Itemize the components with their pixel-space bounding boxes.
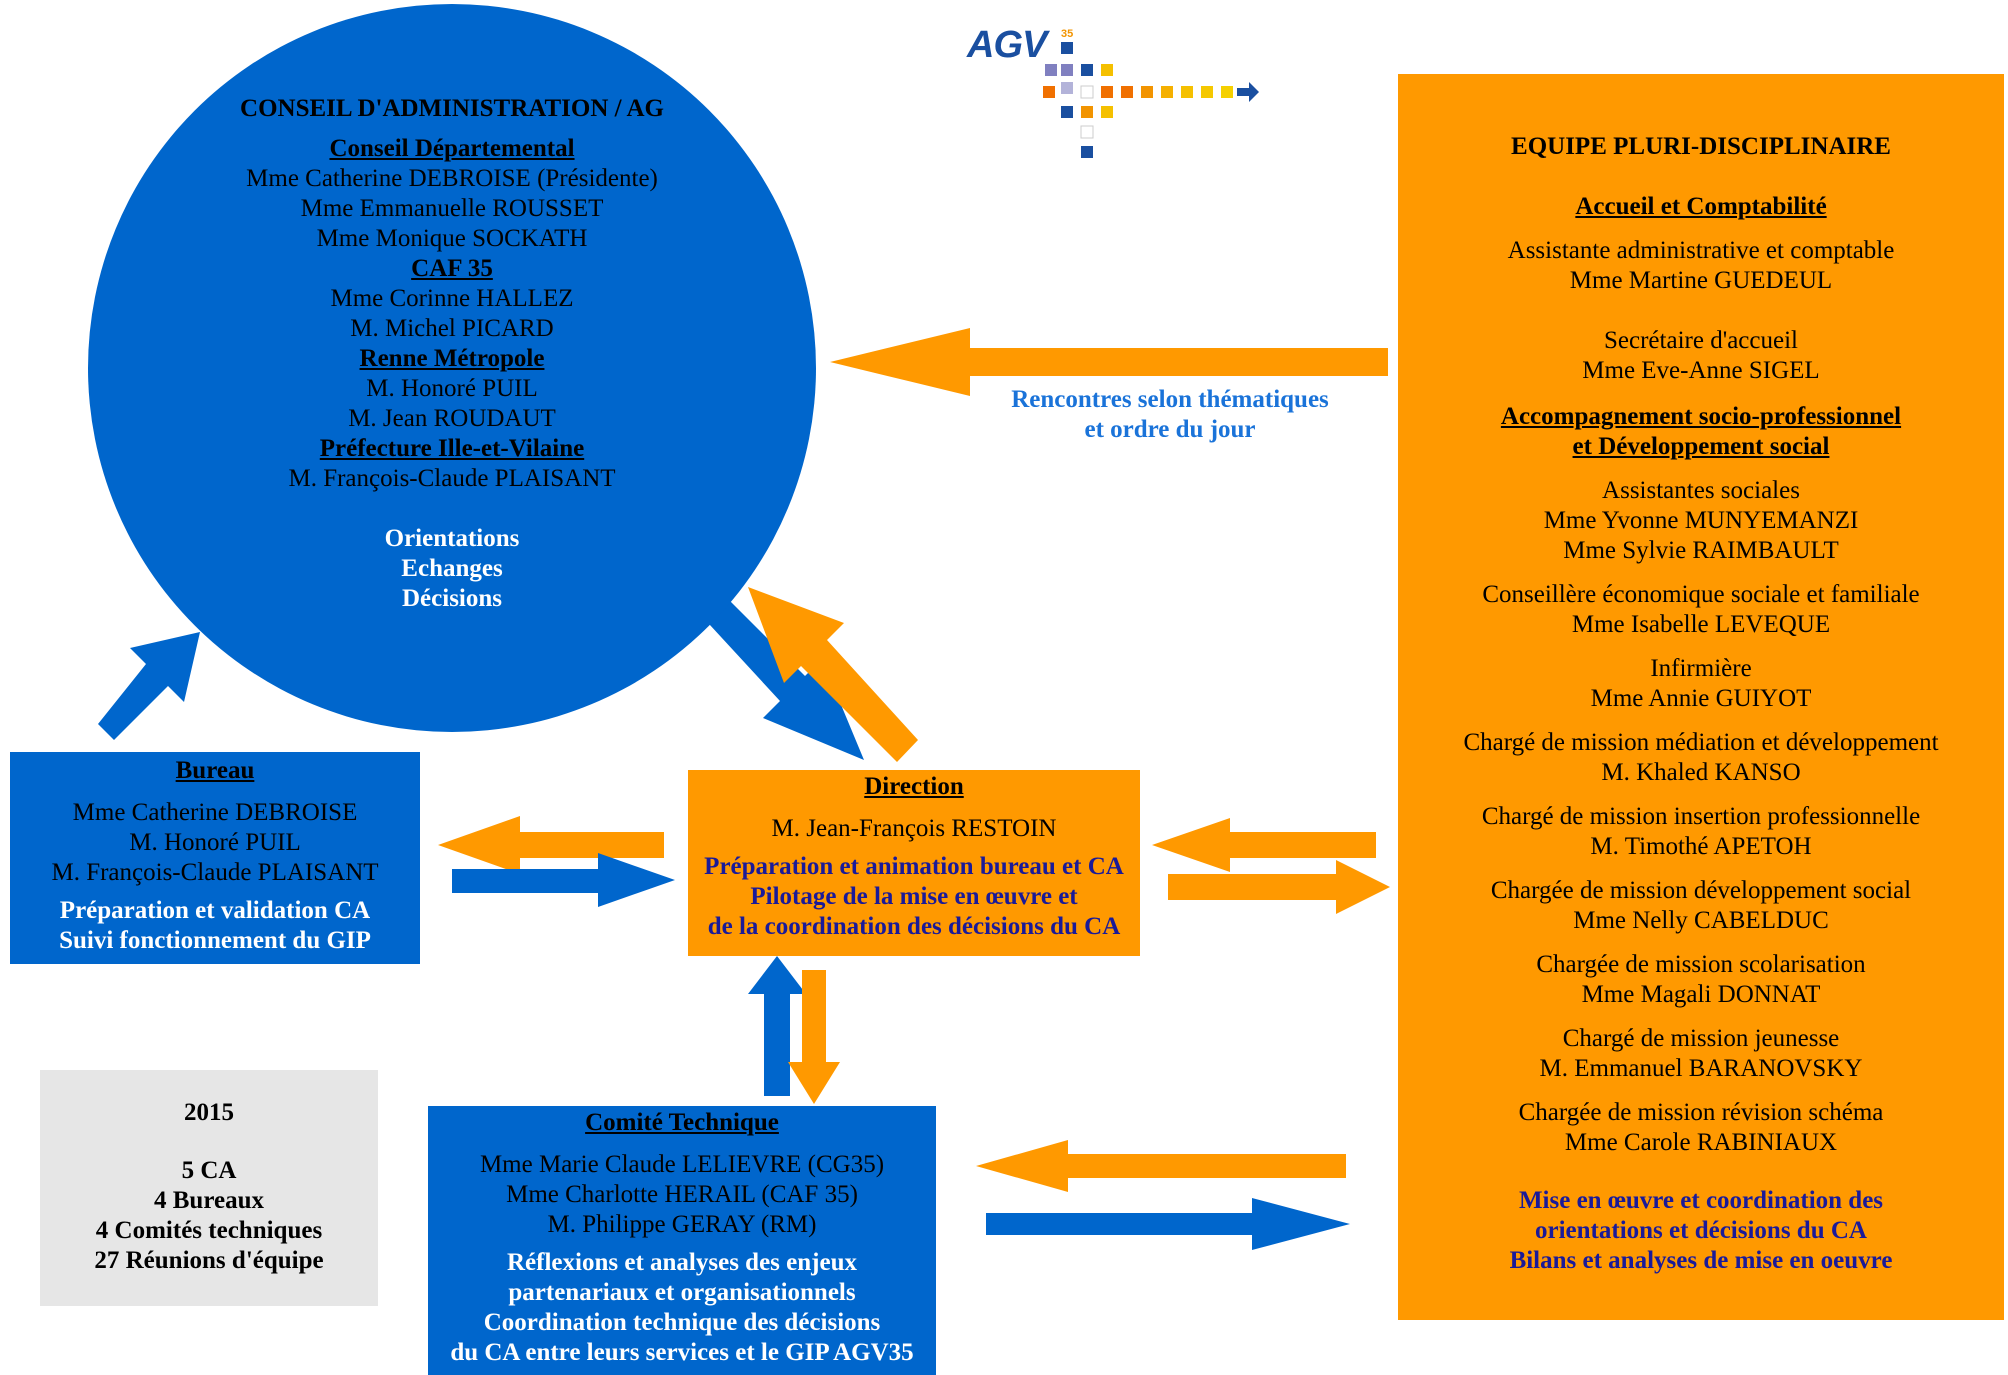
- conseil-member: M. Honoré PUIL: [366, 375, 538, 402]
- arrow-equipe-to-conseil: [830, 328, 1388, 396]
- agv-logo: AGV 35: [965, 22, 1275, 162]
- equipe-member: Mme Eve-Anne SIGEL: [1582, 357, 1820, 384]
- direction-role: de la coordination des décisions du CA: [707, 913, 1121, 940]
- arrow-equipe-to-direction: [1152, 818, 1376, 872]
- bureau-member: M. Honoré PUIL: [129, 829, 301, 856]
- arrow-equipe-to-comite: [976, 1140, 1346, 1192]
- conseil-role: Echanges: [401, 555, 503, 582]
- bureau-role: Suivi fonctionnement du GIP: [59, 927, 371, 954]
- equipe-member: Mme Sylvie RAIMBAULT: [1563, 537, 1839, 564]
- arrow-comite-to-equipe: [986, 1198, 1350, 1250]
- conseil-circle: [88, 4, 816, 732]
- conseil-member: Mme Emmanuelle ROUSSET: [300, 195, 604, 222]
- equipe-title: EQUIPE PLURI-DISCIPLINAIRE: [1511, 133, 1891, 160]
- equipe-role-title: Chargée de mission révision schéma: [1518, 1099, 1884, 1126]
- bureau-box: Bureau Mme Catherine DEBROISE M. Honoré …: [10, 752, 420, 964]
- equipe-member: Mme Nelly CABELDUC: [1573, 907, 1829, 934]
- equipe-member: M. Khaled KANSO: [1601, 759, 1801, 786]
- arrow-direction-to-conseil: [748, 587, 918, 762]
- equipe-member: M. Emmanuel BARANOVSKY: [1539, 1055, 1863, 1082]
- bureau-member: Mme Catherine DEBROISE: [72, 799, 358, 826]
- equipe-member: Mme Yvonne MUNYEMANZI: [1543, 507, 1859, 534]
- conseil-role: Décisions: [402, 585, 502, 612]
- bureau-member: M. François-Claude PLAISANT: [51, 859, 379, 886]
- arrow-direction-to-equipe: [1168, 860, 1390, 914]
- conseil-content: CONSEIL D'ADMINISTRATION / AG Conseil Dé…: [140, 94, 764, 614]
- comite-member: Mme Charlotte HERAIL (CAF 35): [506, 1181, 858, 1208]
- bureau-role: Préparation et validation CA: [59, 897, 371, 924]
- equipe-member: Mme Annie GUIYOT: [1590, 685, 1812, 712]
- equipe-role-title: Infirmière: [1650, 655, 1752, 682]
- equipe-box: EQUIPE PLURI-DISCIPLINAIRE Accueil et Co…: [1398, 74, 2004, 1320]
- rencontres-label: Rencontres selon thématiques et ordre du…: [960, 385, 1380, 445]
- equipe-role: Bilans et analyses de mise en oeuvre: [1509, 1247, 1893, 1274]
- arrow-bureau-to-conseil: [98, 632, 200, 740]
- arrow-bureau-to-direction: [452, 853, 675, 907]
- logo-sub: 35: [1061, 28, 1074, 40]
- conseil-group-heading: Conseil Départemental: [329, 135, 575, 162]
- comite-role: du CA entre leurs services et le GIP AGV…: [450, 1339, 914, 1366]
- direction-role: Préparation et animation bureau et CA: [704, 853, 1124, 880]
- conseil-group-heading: Renne Métropole: [359, 345, 545, 372]
- comite-member: M. Philippe GERAY (RM): [547, 1211, 817, 1238]
- stats-box: 2015 5 CA 4 Bureaux 4 Comités techniques…: [40, 1070, 378, 1306]
- conseil-group-heading: CAF 35: [411, 255, 493, 282]
- equipe-section-heading: Accueil et Comptabilité: [1575, 193, 1827, 220]
- equipe-member: Mme Magali DONNAT: [1581, 981, 1821, 1008]
- arrow-direction-to-comite: [788, 970, 840, 1104]
- stats-year: 2015: [184, 1099, 234, 1126]
- equipe-role-title: Chargée de mission développement social: [1490, 877, 1912, 904]
- equipe-member: Mme Martine GUEDEUL: [1569, 267, 1833, 294]
- equipe-role-title: Assistantes sociales: [1602, 477, 1800, 504]
- conseil-member: Mme Catherine DEBROISE (Présidente): [246, 165, 658, 192]
- conseil-role: Orientations: [384, 525, 520, 552]
- stats-line: 27 Réunions d'équipe: [94, 1247, 324, 1274]
- equipe-role-title: Chargé de mission insertion professionne…: [1481, 803, 1921, 830]
- arrow-direction-to-bureau: [438, 816, 664, 874]
- arrow-comite-to-direction: [748, 956, 806, 1096]
- rencontres-line: Rencontres selon thématiques: [1011, 386, 1329, 413]
- direction-box: Direction M. Jean-François RESTOIN Prépa…: [688, 770, 1140, 956]
- equipe-section-heading: et Développement social: [1572, 433, 1830, 460]
- conseil-member: M. Jean ROUDAUT: [348, 405, 556, 432]
- direction-title: Direction: [864, 773, 964, 800]
- direction-role: Pilotage de la mise en œuvre et: [750, 883, 1078, 910]
- comite-title: Comité Technique: [585, 1109, 779, 1136]
- equipe-role: Mise en œuvre et coordination des: [1518, 1187, 1884, 1214]
- logo-squares: [1043, 42, 1259, 158]
- conseil-member: Mme Corinne HALLEZ: [330, 285, 574, 312]
- conseil-title: CONSEIL D'ADMINISTRATION / AG: [240, 95, 664, 122]
- logo-text: AGV: [967, 24, 1047, 66]
- equipe-member: Mme Carole RABINIAUX: [1564, 1129, 1838, 1156]
- equipe-section-heading: Accompagnement socio-professionnel: [1500, 403, 1902, 430]
- comite-role: Coordination technique des décisions: [483, 1309, 881, 1336]
- comite-role: Réflexions et analyses des enjeux: [507, 1249, 857, 1276]
- direction-member: M. Jean-François RESTOIN: [771, 815, 1057, 842]
- equipe-member: Mme Isabelle LEVEQUE: [1571, 611, 1831, 638]
- equipe-role-title: Chargée de mission scolarisation: [1536, 951, 1866, 978]
- stats-line: 4 Comités techniques: [95, 1217, 323, 1244]
- equipe-role-title: Secrétaire d'accueil: [1604, 327, 1798, 354]
- conseil-member: M. Michel PICARD: [350, 315, 554, 342]
- stats-line: 5 CA: [181, 1157, 237, 1184]
- comite-box: Comité Technique Mme Marie Claude LELIEV…: [428, 1106, 936, 1375]
- equipe-role-title: Assistante administrative et comptable: [1507, 237, 1895, 264]
- equipe-member: M. Timothé APETOH: [1590, 833, 1812, 860]
- comite-role: partenariaux et organisationnels: [508, 1279, 856, 1306]
- rencontres-line: et ordre du jour: [1084, 416, 1256, 443]
- bureau-title: Bureau: [175, 757, 255, 784]
- equipe-role-title: Chargé de mission médiation et développe…: [1463, 729, 1939, 756]
- conseil-member: M. François-Claude PLAISANT: [288, 465, 616, 492]
- conseil-member: Mme Monique SOCKATH: [316, 225, 588, 252]
- stats-line: 4 Bureaux: [154, 1187, 264, 1214]
- equipe-role: orientations et décisions du CA: [1535, 1217, 1867, 1244]
- equipe-role-title: Chargé de mission jeunesse: [1562, 1025, 1840, 1052]
- conseil-group-heading: Préfecture Ille-et-Vilaine: [319, 435, 585, 462]
- comite-member: Mme Marie Claude LELIEVRE (CG35): [479, 1151, 885, 1178]
- equipe-role-title: Conseillère économique sociale et famili…: [1482, 581, 1920, 608]
